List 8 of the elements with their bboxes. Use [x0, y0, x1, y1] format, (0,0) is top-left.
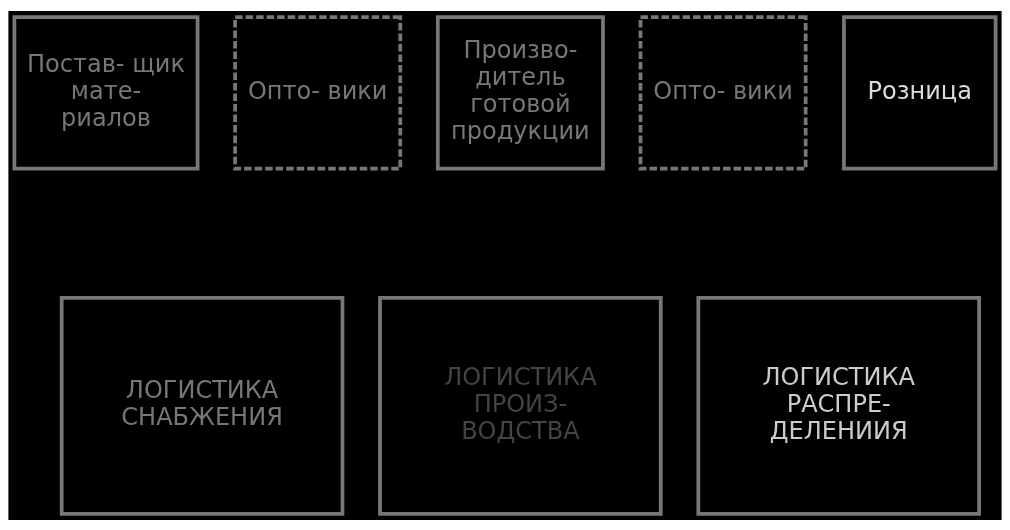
- node-box: ЛОГИСТИКА СНАБЖЕНИЯ: [59, 295, 345, 516]
- node-box: ЛОГИСТИКА ПРОИЗ- ВОДСТВА: [378, 295, 663, 516]
- node-box: Произво- дитель готовой продукции: [435, 14, 605, 171]
- node-box: ЛОГИСТИКА РАСПРЕ- ДЕЛЕНИИЯ: [696, 295, 981, 516]
- node-box: Опто- вики: [638, 14, 808, 171]
- node-box: Постав- щик мате- риалов: [12, 14, 200, 171]
- node-box: Розница: [842, 14, 998, 171]
- node-box: Опто- вики: [233, 14, 403, 171]
